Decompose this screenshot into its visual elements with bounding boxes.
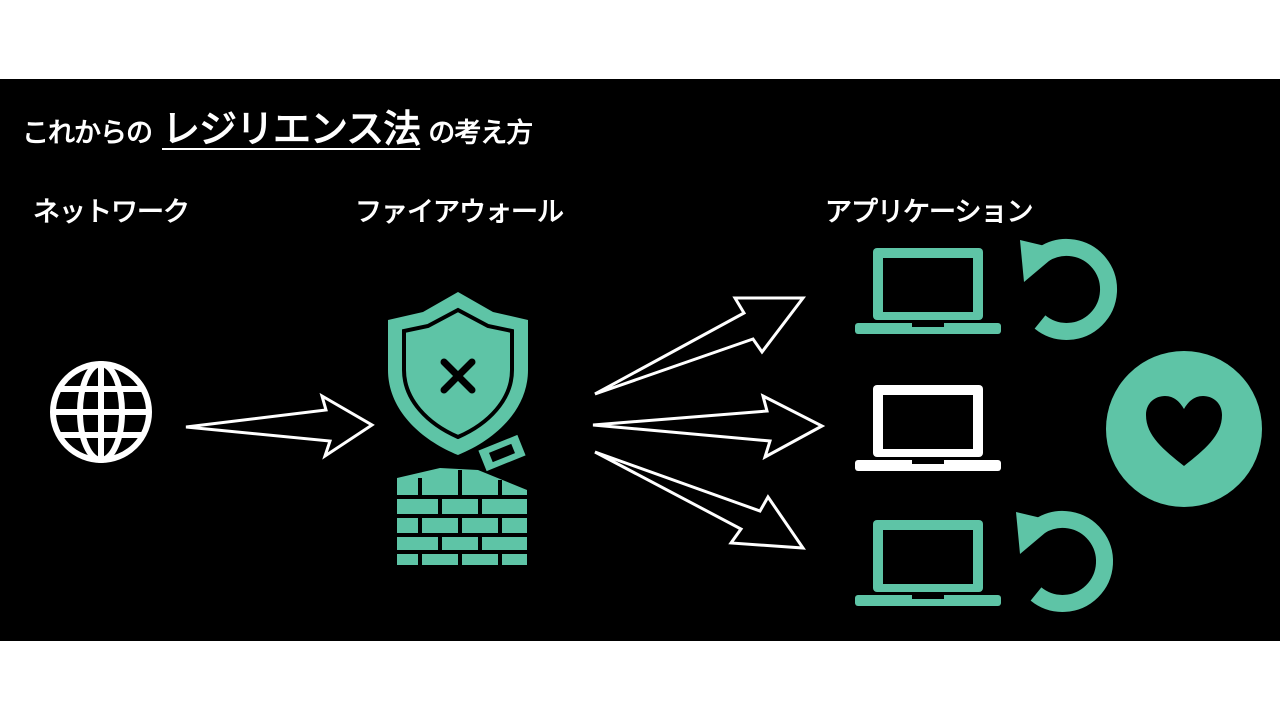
arrow-firewall-to-app-top: [594, 296, 807, 396]
title-suffix: の考え方: [428, 118, 533, 149]
slide-background: [0, 79, 1280, 641]
brick-wall-icon: [397, 468, 527, 565]
title-highlight: レジリエンス法: [162, 107, 421, 151]
slide-title: これからのレジリエンス法の考え方: [22, 98, 533, 153]
network-label: ネットワーク: [33, 197, 190, 228]
laptop-icon: [855, 248, 1001, 334]
laptop-icon: [855, 385, 1001, 471]
loose-brick-icon: [478, 434, 526, 472]
globe-icon: [50, 361, 152, 463]
arrow-firewall-to-app-bottom: [594, 450, 806, 550]
restart-icon: [1016, 511, 1114, 612]
arrow-firewall-to-app-middle: [592, 393, 826, 461]
heart-icon: [1106, 351, 1262, 507]
firewall-label: ファイアウォール: [355, 197, 564, 228]
shield-x-icon: [388, 292, 528, 455]
laptop-icon: [855, 520, 1001, 606]
applications-label: アプリケーション: [825, 197, 1033, 228]
restart-icon: [1020, 239, 1118, 340]
arrow-network-to-firewall: [185, 392, 375, 460]
title-prefix: これからの: [22, 118, 153, 149]
